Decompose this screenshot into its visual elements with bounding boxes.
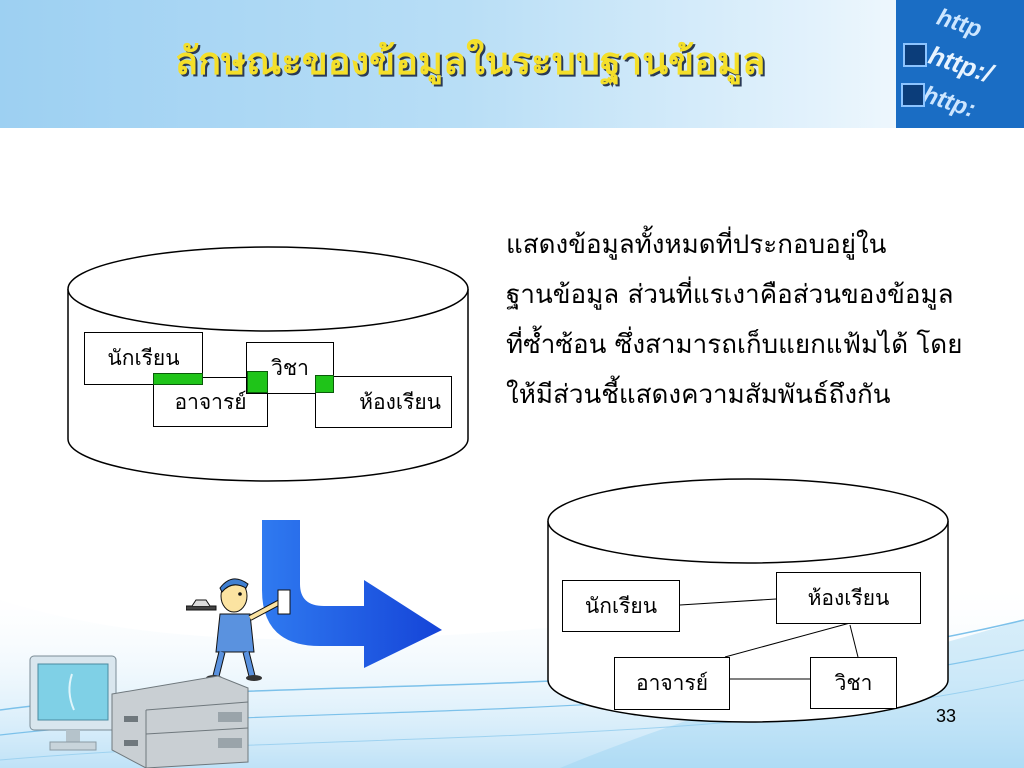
room-box: ห้องเรียน bbox=[776, 572, 921, 624]
room-box: ห้องเรียน bbox=[315, 376, 452, 428]
teacher-label: อาจารย์ bbox=[635, 671, 709, 695]
description-line: แสดงข้อมูลทั้งหมดที่ประกอบอยู่ใน bbox=[506, 230, 887, 260]
teacher-box: อาจารย์ bbox=[614, 657, 730, 710]
http-decor-image: http http:/ http: bbox=[896, 0, 1024, 128]
curved-arrow bbox=[262, 520, 442, 668]
overlap-marker bbox=[247, 371, 268, 393]
header-band bbox=[0, 0, 1024, 128]
overlap-marker bbox=[315, 375, 334, 393]
description-text: แสดงข้อมูลทั้งหมดที่ประกอบอยู่ใน ฐานข้อม… bbox=[506, 220, 1016, 420]
room-label: ห้องเรียน bbox=[807, 585, 890, 610]
teacher-label: อาจารย์ bbox=[174, 389, 247, 414]
worker-illustration bbox=[186, 578, 291, 681]
slide-title: ลักษณะของข้อมูลในระบบฐานข้อมูล bbox=[174, 38, 766, 83]
subject-box: วิชา bbox=[810, 657, 897, 709]
student-label: นักเรียน bbox=[584, 593, 658, 618]
subject-label: วิชา bbox=[271, 355, 309, 380]
room-label: ห้องเรียน bbox=[359, 389, 441, 414]
description-line: ให้มีส่วนชี้แสดงความสัมพันธ์ถึงกัน bbox=[506, 380, 891, 410]
overlap-marker bbox=[153, 373, 203, 385]
page-number: 33 bbox=[936, 706, 957, 726]
description-line: ฐานข้อมูล ส่วนที่แรเงาคือส่วนของข้อมูล bbox=[506, 280, 954, 310]
student-label: นักเรียน bbox=[107, 346, 180, 370]
computer-server-illustration bbox=[29, 655, 249, 768]
student-box: นักเรียน bbox=[562, 580, 680, 632]
subject-label: วิชา bbox=[834, 670, 873, 695]
description-line: ที่ซ้ำซ้อน ซึ่งสามารถเก็บแยกแฟ้มได้ โดย bbox=[506, 330, 963, 360]
